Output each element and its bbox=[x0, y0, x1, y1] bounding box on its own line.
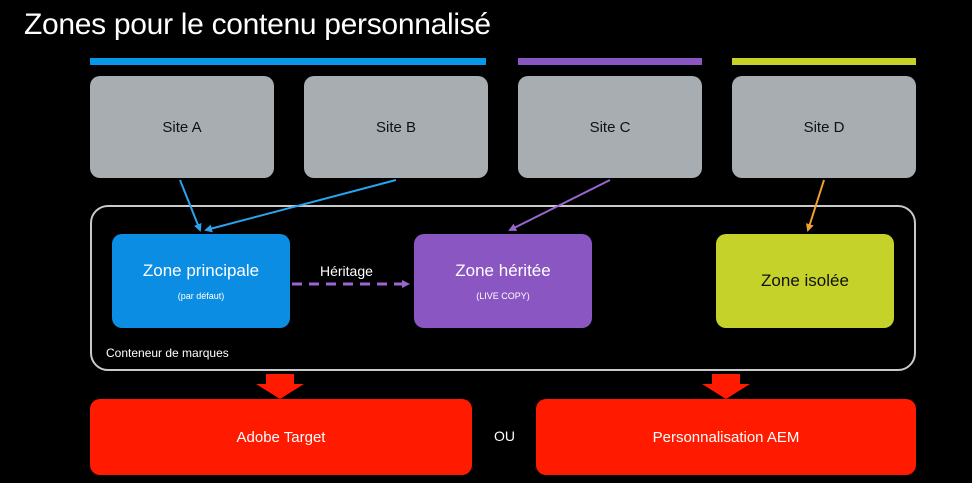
arrow-site-a-to-principale bbox=[179, 179, 202, 232]
zone-principale-subtitle: (par défaut) bbox=[177, 291, 225, 301]
bar-purple bbox=[518, 58, 702, 65]
site-b-label: Site B bbox=[375, 118, 417, 136]
aem-personalization-box: Personnalisation AEM bbox=[536, 399, 916, 475]
adobe-target-box: Adobe Target bbox=[90, 399, 472, 475]
zone-principale: Zone principale (par défaut) bbox=[112, 234, 290, 328]
zone-isolee: Zone isolée bbox=[716, 234, 894, 328]
arrow-down-target bbox=[256, 374, 304, 399]
site-c-label: Site C bbox=[589, 118, 631, 136]
zone-heritee-subtitle: (LIVE COPY) bbox=[476, 291, 530, 301]
site-a-label: Site A bbox=[162, 118, 202, 136]
zone-isolee-title: Zone isolée bbox=[761, 271, 849, 290]
arrow-down-aem bbox=[702, 374, 750, 399]
bar-green bbox=[732, 58, 916, 65]
or-label: OU bbox=[494, 428, 515, 444]
site-d-box: Site D bbox=[732, 76, 916, 178]
bar-blue bbox=[90, 58, 486, 65]
zone-principale-title: Zone principale bbox=[142, 261, 260, 280]
brand-container-label: Conteneur de marques bbox=[106, 346, 229, 360]
site-c-box: Site C bbox=[518, 76, 702, 178]
zone-heritee-title: Zone héritée bbox=[455, 261, 551, 280]
brand-container bbox=[90, 205, 916, 371]
aem-personalization-label: Personnalisation AEM bbox=[652, 428, 800, 446]
page-title: Zones pour le contenu personnalisé bbox=[24, 8, 491, 41]
arrow-site-d-to-isolee bbox=[806, 179, 825, 232]
site-d-label: Site D bbox=[803, 118, 845, 136]
inheritance-label: Héritage bbox=[320, 263, 373, 279]
adobe-target-label: Adobe Target bbox=[236, 428, 326, 446]
arrow-site-c-to-heritee bbox=[508, 179, 611, 231]
zone-heritee: Zone héritée (LIVE COPY) bbox=[414, 234, 592, 328]
site-b-box: Site B bbox=[304, 76, 488, 178]
site-a-box: Site A bbox=[90, 76, 274, 178]
arrow-site-b-to-principale bbox=[204, 179, 397, 233]
